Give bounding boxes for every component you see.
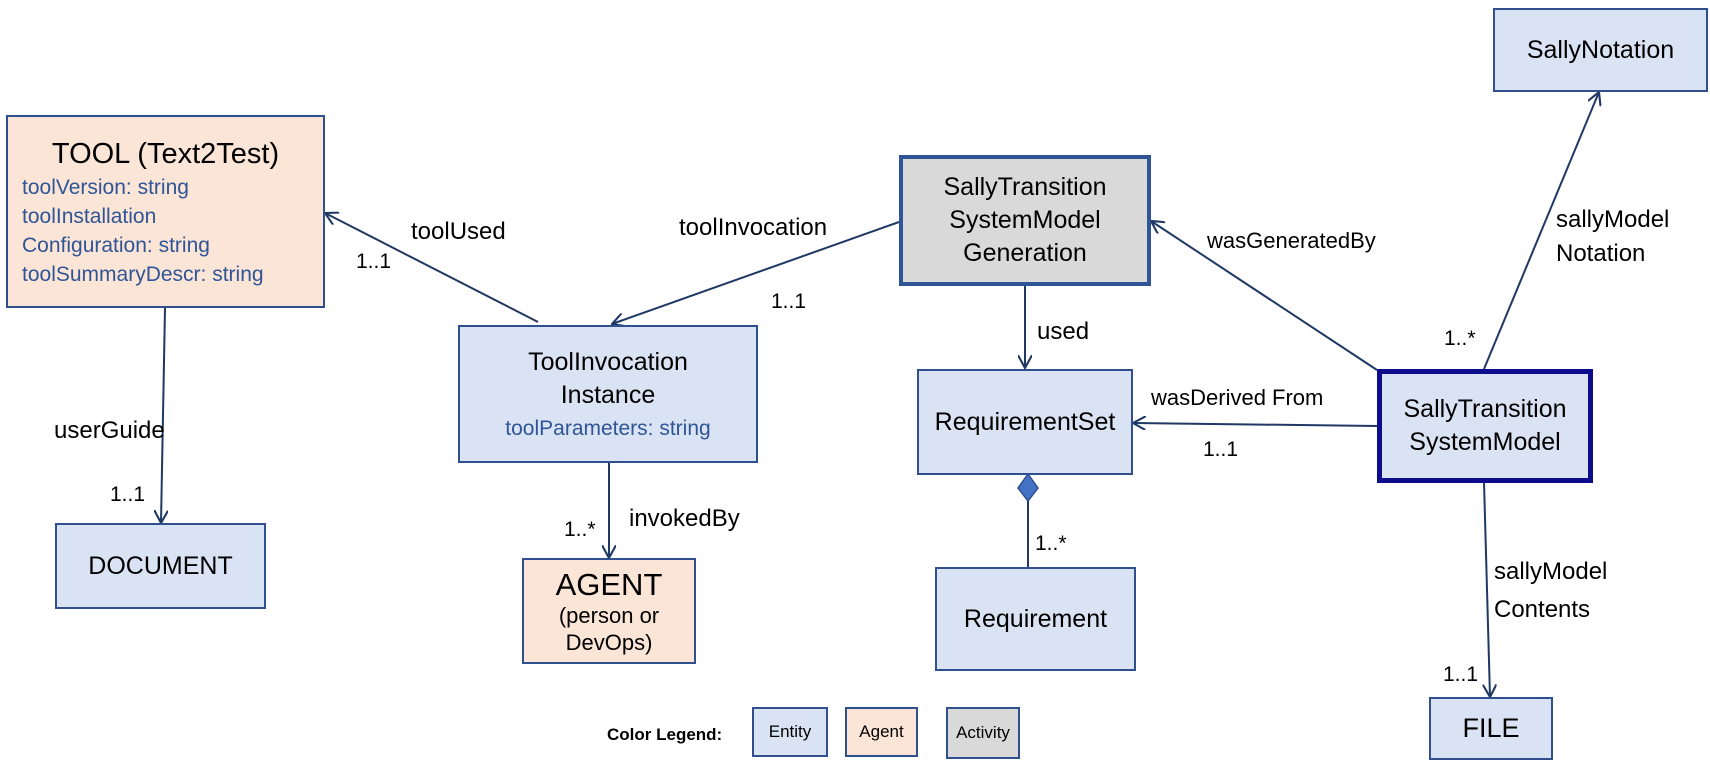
edge-tool-invocation xyxy=(612,221,900,324)
tool-title: TOOL (Text2Test) xyxy=(51,137,280,170)
generation-line1: SallyTransition xyxy=(943,173,1107,201)
document-title: DOCUMENT xyxy=(88,551,233,580)
composition-multiplicity: 1..* xyxy=(1035,532,1067,555)
used-label: used xyxy=(1037,318,1090,345)
generation-line2: SystemModel xyxy=(949,206,1101,234)
edge-was-generated-by xyxy=(1151,221,1378,371)
sally-model-notation-multiplicity: 1..* xyxy=(1444,327,1476,350)
document-node: DOCUMENT xyxy=(55,523,266,609)
tool-invocation-label: toolInvocation xyxy=(679,214,828,241)
tool-invocation-instance-title-line1: ToolInvocation xyxy=(528,347,688,376)
invoked-by-multiplicity: 1..* xyxy=(564,518,596,541)
requirement-title: Requirement xyxy=(963,604,1108,633)
legend-title: Color Legend: xyxy=(607,725,723,744)
composition-diamond xyxy=(1017,472,1039,503)
requirement-node: Requirement xyxy=(935,567,1136,671)
edge-sally-model-contents xyxy=(1484,481,1490,697)
tool-used-label: toolUsed xyxy=(411,218,506,245)
tool-attributes: toolVersion: string toolInstallation Con… xyxy=(8,173,323,289)
tool-attribute: toolInstallation xyxy=(22,204,157,228)
legend-entity-label: Entity xyxy=(768,722,812,741)
agent-subtitle-line2: DevOps) xyxy=(565,629,653,655)
file-node: FILE xyxy=(1429,697,1553,760)
edge-tool-used xyxy=(325,213,539,323)
edge-was-derived-from xyxy=(1133,423,1378,426)
was-derived-from-label: wasDerived From xyxy=(1151,385,1324,410)
user-guide-multiplicity: 1..1 xyxy=(110,483,146,506)
agent-subtitle-line1: (person or xyxy=(558,602,660,628)
legend-activity-label: Activity xyxy=(956,723,1010,742)
sally-model-contents-label-line1: sallyModel xyxy=(1494,558,1608,585)
sally-model-notation-label-line1: sallyModel xyxy=(1556,206,1670,233)
invoked-by-label: invokedBy xyxy=(629,505,740,532)
sally-notation-node: SallyNotation xyxy=(1493,8,1708,92)
legend-activity: Activity xyxy=(946,707,1020,759)
tool-attribute: toolVersion: string xyxy=(22,175,189,199)
sally-model-line2: SystemModel xyxy=(1409,428,1561,456)
tool-invocation-instance-node: ToolInvocation Instance toolParameters: … xyxy=(458,325,758,463)
was-derived-from-multiplicity: 1..1 xyxy=(1203,438,1239,461)
edge-sally-model-notation xyxy=(1483,92,1599,370)
tool-invocation-instance-title-line2: Instance xyxy=(560,380,656,409)
legend-entity: Entity xyxy=(752,707,828,757)
legend-agent: Agent xyxy=(845,707,918,757)
generation-line3: Generation xyxy=(963,239,1087,267)
sally-model-notation-label-line2: Notation xyxy=(1556,240,1646,267)
legend-agent-label: Agent xyxy=(859,722,904,741)
tool-invocation-instance-attribute: toolParameters: string xyxy=(505,416,711,440)
agent-node: AGENT (person or DevOps) xyxy=(522,558,696,664)
tool-node: TOOL (Text2Test) toolVersion: string too… xyxy=(6,115,325,308)
edge-user-guide xyxy=(161,307,165,523)
was-generated-by-label: wasGeneratedBy xyxy=(1207,228,1376,253)
user-guide-label: userGuide xyxy=(54,417,165,444)
sally-model-contents-label-line2: Contents xyxy=(1494,596,1591,623)
tool-attribute: Configuration: string xyxy=(22,233,210,257)
tool-invocation-multiplicity: 1..1 xyxy=(771,290,807,313)
generation-activity-node: SallyTransition SystemModel Generation xyxy=(899,155,1151,286)
file-title: FILE xyxy=(1462,713,1520,743)
tool-used-multiplicity: 1..1 xyxy=(356,250,392,273)
sally-notation-title: SallyNotation xyxy=(1526,35,1675,64)
sally-model-line1: SallyTransition xyxy=(1403,395,1567,423)
sally-model-contents-multiplicity: 1..1 xyxy=(1443,663,1479,686)
sally-model-node: SallyTransition SystemModel xyxy=(1377,369,1593,483)
tool-attribute: toolSummaryDescr: string xyxy=(22,262,264,286)
agent-title: AGENT xyxy=(555,566,663,602)
requirement-set-title: RequirementSet xyxy=(934,407,1116,436)
requirement-set-node: RequirementSet xyxy=(917,369,1133,475)
